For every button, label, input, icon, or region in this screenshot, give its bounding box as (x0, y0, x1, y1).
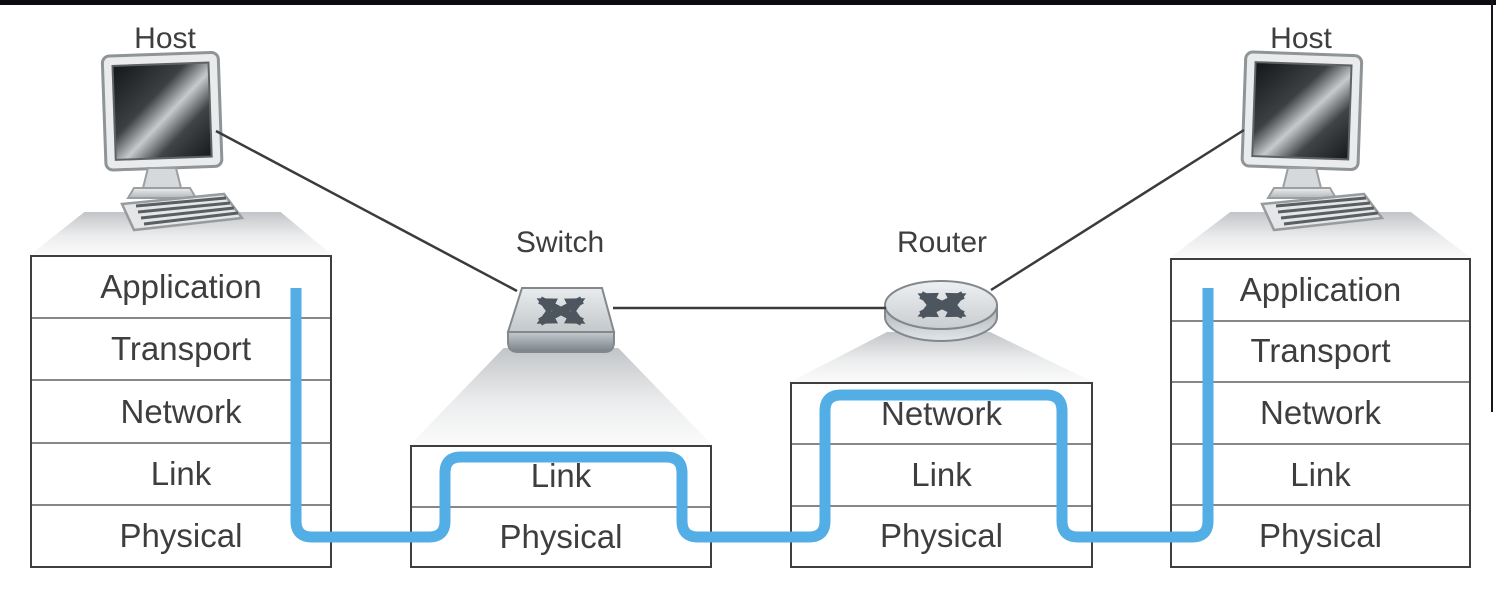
device-label-host-left: Host (134, 22, 196, 55)
device-label-host-right: Host (1270, 22, 1332, 55)
layer-row-transport: Transport (1172, 319, 1469, 382)
monitor-screen (111, 61, 213, 161)
layer-row-physical: Physical (412, 505, 710, 567)
protocol-stack-host-left: Application Transport Network Link Physi… (30, 255, 332, 568)
layer-label: Network (120, 392, 242, 430)
computer-icon (100, 50, 245, 232)
layer-row-link: Link (412, 447, 710, 506)
device-label-switch: Switch (515, 226, 605, 259)
layer-row-network: Network (1172, 381, 1469, 443)
layer-label: Application (100, 268, 262, 306)
layer-label: Network (1259, 393, 1382, 431)
layer-label: Physical (880, 517, 1003, 555)
layer-row-link: Link (792, 443, 1091, 504)
monitor-screen (1251, 61, 1353, 161)
layer-row-physical: Physical (32, 503, 330, 566)
layer-label: Physical (119, 516, 243, 554)
layer-label: Application (1239, 270, 1402, 308)
layer-label: Physical (1259, 517, 1382, 555)
router-icon (884, 280, 998, 342)
layer-label: Link (530, 457, 592, 495)
layer-row-transport: Transport (32, 317, 330, 379)
keyboard (1260, 192, 1385, 232)
physical-links (215, 128, 1245, 310)
layer-row-physical: Physical (1172, 504, 1469, 566)
keyboard-keys (1275, 196, 1379, 226)
layer-row-link: Link (1172, 442, 1469, 505)
layer-row-application: Application (32, 257, 330, 317)
layer-label: Physical (499, 517, 623, 555)
layer-label: Link (1290, 455, 1351, 493)
layer-row-network: Network (32, 379, 330, 441)
layer-row-application: Application (1172, 260, 1469, 320)
computer-icon (1240, 50, 1385, 232)
switch-front-face (507, 331, 615, 353)
layer-row-physical: Physical (792, 504, 1091, 566)
top-border-bar (0, 0, 1496, 5)
switch-icon (506, 287, 616, 353)
layer-label: Transport (1250, 332, 1391, 370)
monitor-neck (1281, 167, 1323, 189)
layer-row-network: Network (792, 384, 1091, 443)
layer-label: Network (880, 394, 1003, 432)
layer-row-link: Link (32, 441, 330, 504)
layer-label: Link (911, 455, 972, 493)
protocol-stack-host-right: Application Transport Network Link Physi… (1170, 258, 1471, 568)
projection-trapezoid-switch (410, 348, 712, 445)
layer-label: Link (150, 454, 212, 492)
right-border-bar (1491, 0, 1493, 412)
layer-label: Transport (111, 330, 251, 368)
protocol-stack-switch: Link Physical (410, 445, 712, 568)
monitor-neck (141, 167, 183, 189)
device-label-router: Router (896, 226, 988, 259)
protocol-stack-router: Network Link Physical (790, 382, 1093, 568)
